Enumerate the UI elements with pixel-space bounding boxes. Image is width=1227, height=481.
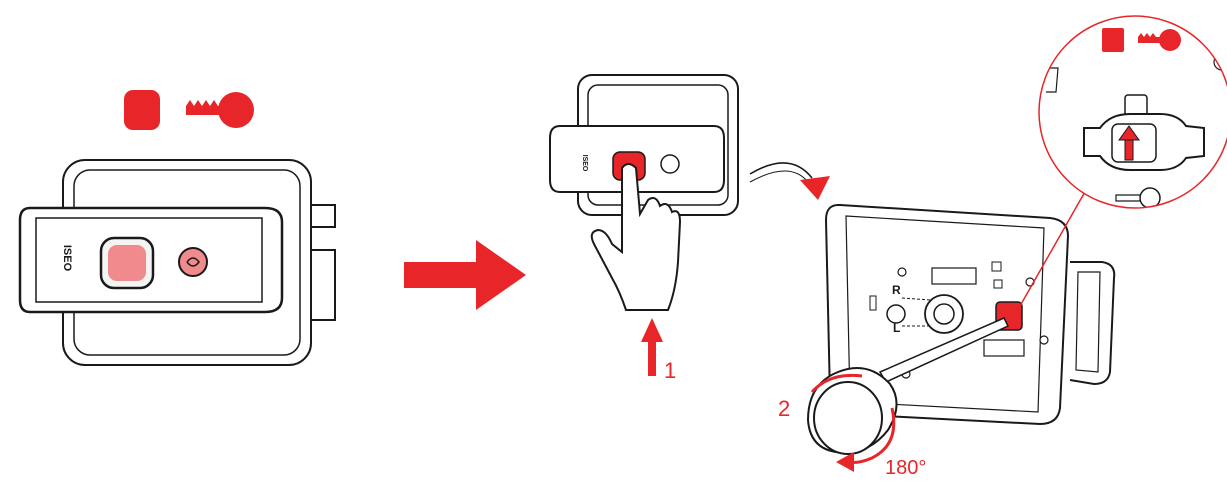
press-button-step: ISEO 1 xyxy=(549,74,739,383)
rotation-label: 180° xyxy=(885,457,926,479)
direction-label-l: L xyxy=(893,321,900,335)
key-cylinder xyxy=(660,154,680,174)
key-cylinder xyxy=(178,247,208,277)
curved-arrow-icon xyxy=(749,162,830,200)
hand-icon xyxy=(590,163,682,311)
arrow-up-icon xyxy=(1118,125,1140,161)
direction-label-r: R xyxy=(892,283,901,297)
lock-cover xyxy=(1069,261,1116,386)
direction-dial xyxy=(886,304,906,324)
arrow-up-icon xyxy=(641,318,663,376)
brand-logo: ISEO xyxy=(61,245,73,272)
rotate-arrow-icon xyxy=(810,373,896,472)
screw xyxy=(897,267,907,277)
brand-logo: ISEO xyxy=(581,155,588,172)
step-number-1: 1 xyxy=(664,358,676,383)
key-symbol xyxy=(1138,29,1181,51)
arrow-right-icon xyxy=(404,240,526,310)
detail-magnifier xyxy=(1038,15,1227,209)
lock-front-view: ISEO xyxy=(18,90,336,366)
key-outline-symbol xyxy=(1115,187,1161,208)
lock-bolt xyxy=(310,204,336,228)
screwdriver-icon xyxy=(806,317,1010,455)
detail-leader-line xyxy=(1019,189,1087,307)
rear-plate-view: R L 2 180° xyxy=(778,203,1116,479)
step-number-2: 2 xyxy=(778,396,790,421)
key-symbol xyxy=(186,92,254,128)
screw xyxy=(1039,335,1049,345)
button-square-symbol xyxy=(124,90,160,130)
button-square-symbol xyxy=(1102,28,1124,52)
